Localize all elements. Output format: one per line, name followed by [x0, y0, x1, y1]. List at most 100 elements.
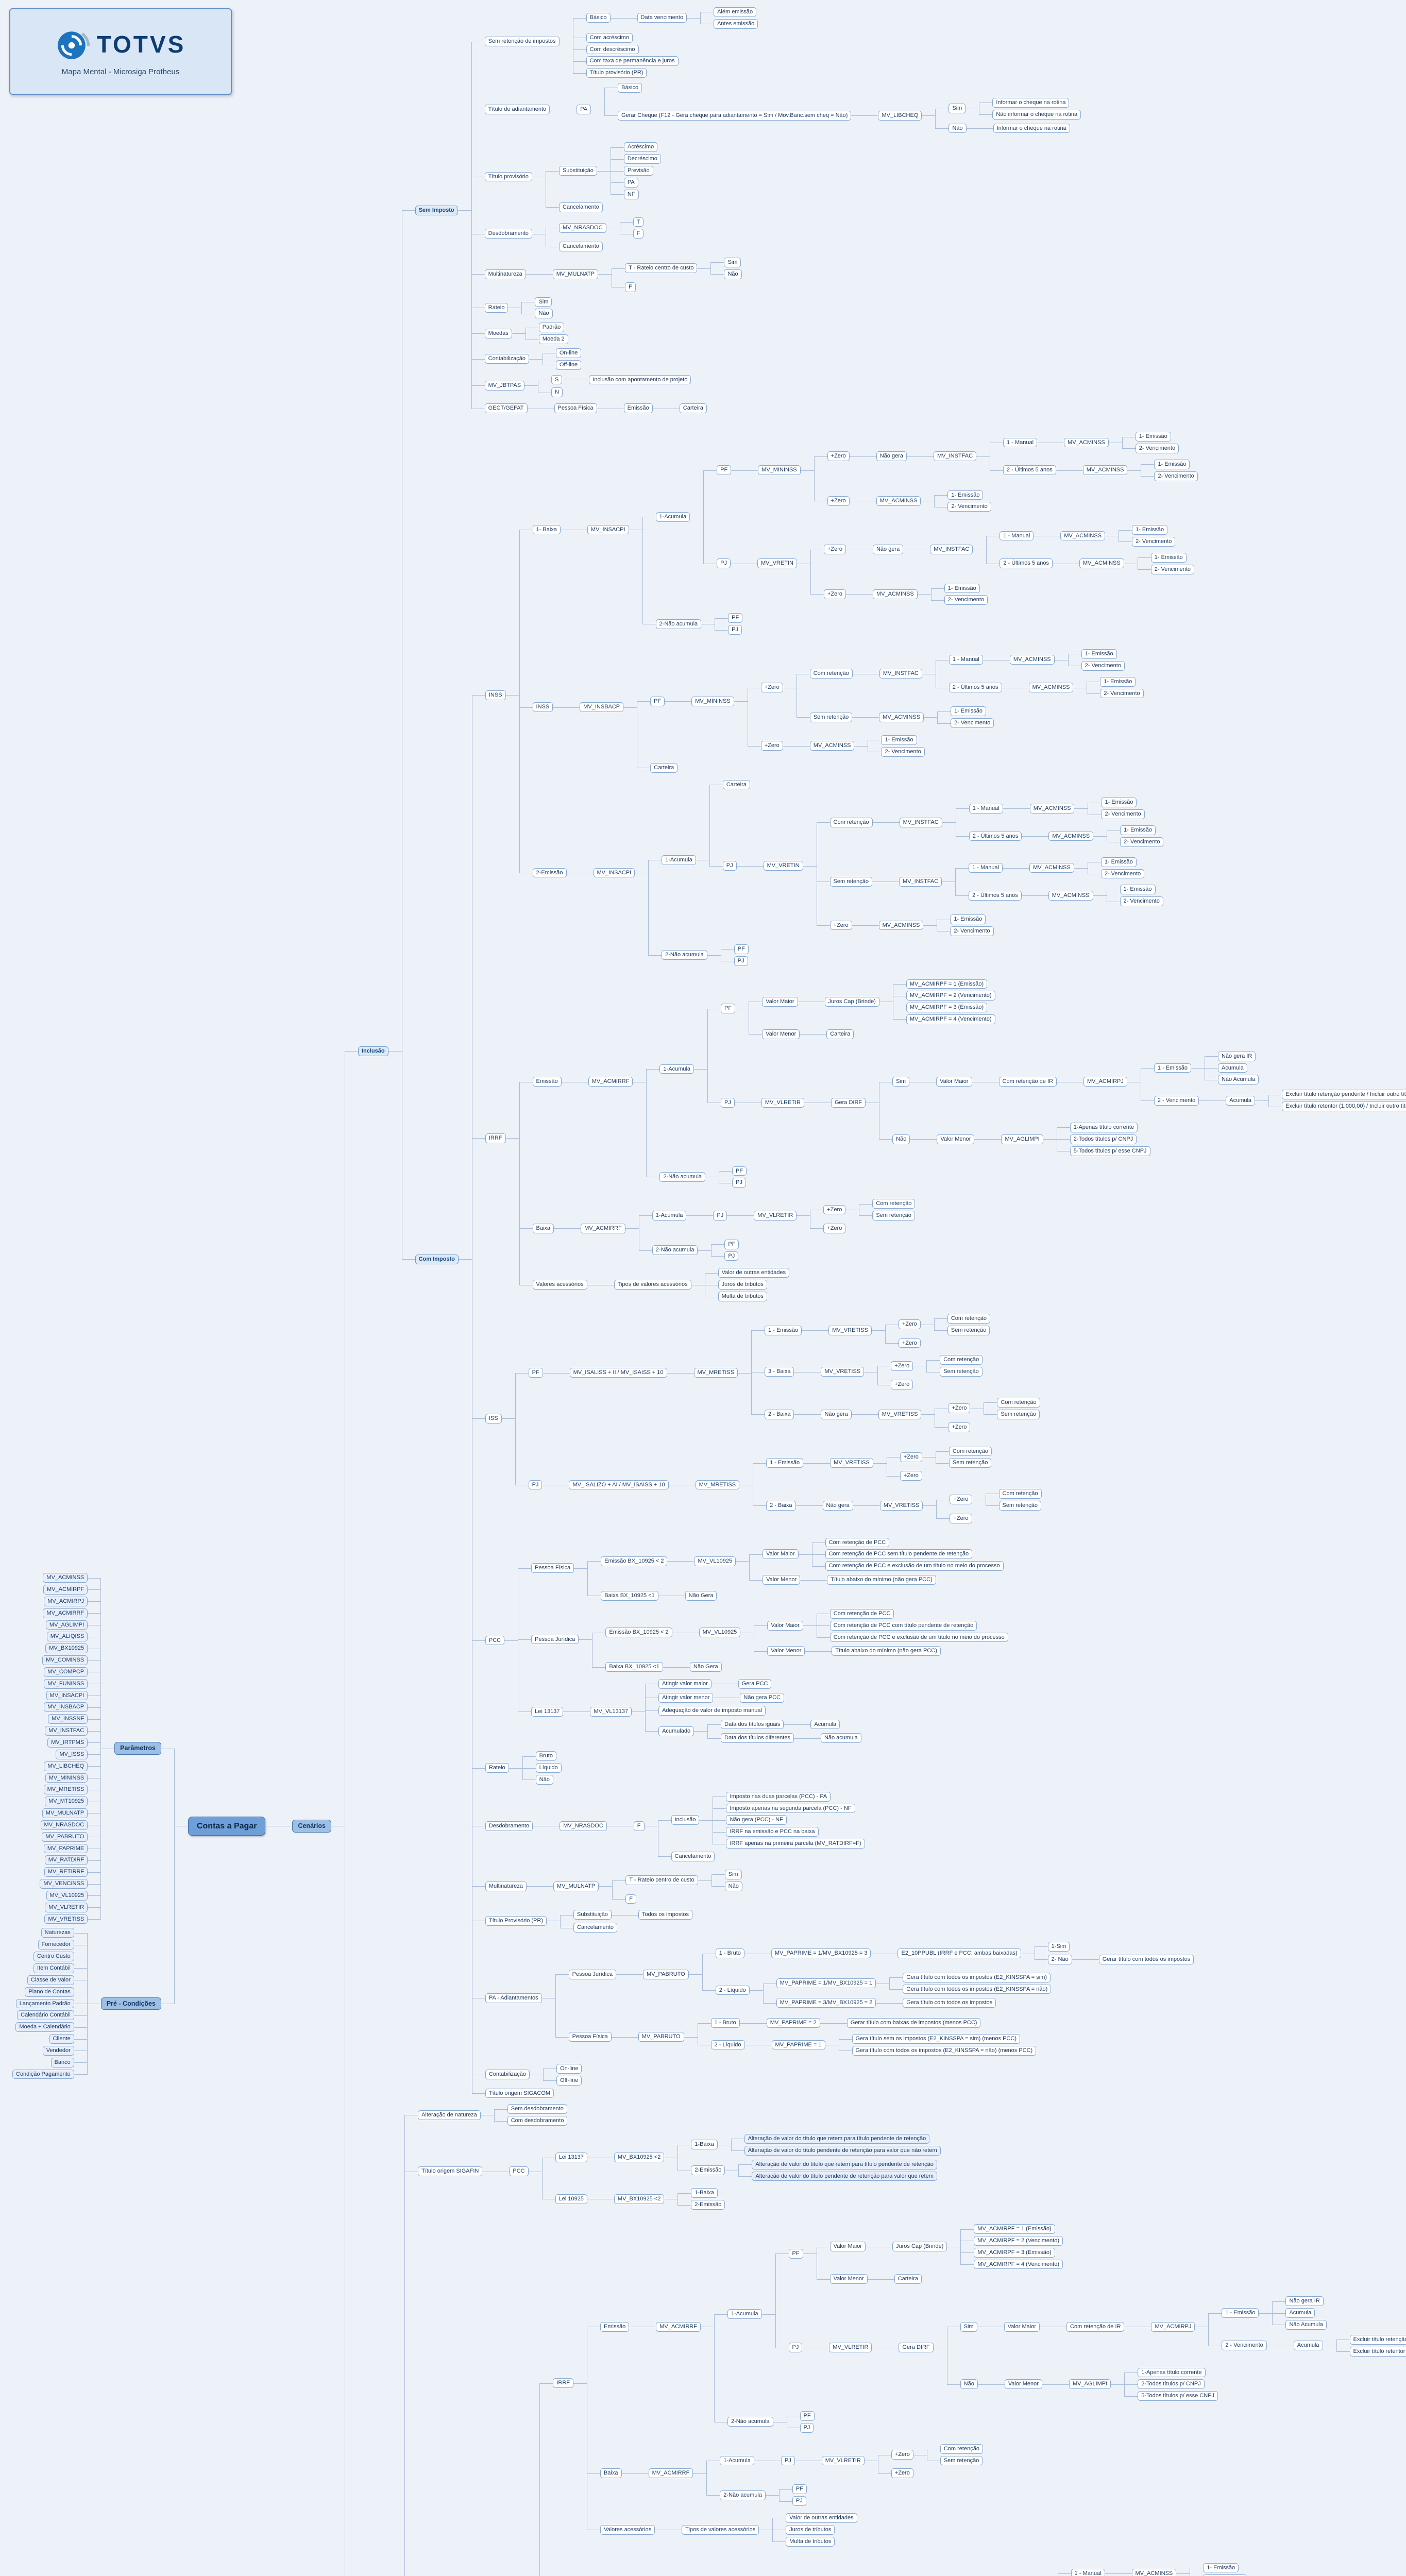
node-2-n-o-acumula[interactable]: 2-Não acumula: [662, 950, 707, 960]
node-gera-t-tulo-sem-os-impostos-e2-kinsspa-sim-menos[interactable]: Gera título sem os impostos (E2_KINSSPA …: [852, 2034, 1020, 2044]
node-baixa-bx-10925-1[interactable]: Baixa BX_10925 <1: [601, 1590, 658, 1601]
node-mv-acminss[interactable]: MV_ACMINSS: [1082, 465, 1128, 476]
node-1-emiss-o[interactable]: 1 - Emissão: [1222, 2308, 1259, 2318]
node-1-emiss-o[interactable]: 1- Emissão: [1100, 857, 1137, 867]
node-zero[interactable]: +Zero: [823, 545, 846, 555]
node-multinatureza[interactable]: Multinatureza: [484, 269, 526, 279]
node-juros-cap-brinde[interactable]: Juros Cap (Brinde): [824, 996, 879, 1007]
node-sim[interactable]: Sim: [892, 1077, 910, 1087]
node-2-todos-t-tulos-p-cnpj[interactable]: 2-Todos títulos p/ CNPJ: [1070, 1134, 1137, 1144]
node-com-reten-o-de-pcc[interactable]: Com retenção de PCC: [825, 1537, 890, 1548]
node-2-vencimento[interactable]: 2- Vencimento: [950, 926, 994, 936]
node-mv-acmirpf-3-emiss-o[interactable]: MV_ACMIRPF = 3 (Emissão): [974, 2247, 1055, 2258]
node-mv-isss[interactable]: MV_ISSS: [56, 1749, 88, 1759]
node-t-tulo-de-adiantamento[interactable]: Título de adiantamento: [484, 105, 550, 115]
node-contabiliza-o[interactable]: Contabilização: [484, 354, 529, 364]
node-emiss-o[interactable]: Emissão: [532, 1077, 562, 1087]
node-1-baixa[interactable]: 1-Baixa: [691, 2188, 718, 2198]
node-com-reten-o-de-pcc[interactable]: Com retenção de PCC: [829, 1608, 894, 1619]
node-2-vencimento[interactable]: 2- Vencimento: [1101, 809, 1145, 820]
node-3-baixa[interactable]: 3 - Baixa: [765, 1367, 794, 1377]
node-mv-vl13137[interactable]: MV_VL13137: [590, 1706, 632, 1717]
node-mv-vlretir[interactable]: MV_VLRETIR: [754, 1211, 797, 1221]
node-mv-acmirrf[interactable]: MV_ACMIRRF: [648, 2468, 693, 2479]
node-mv-pabruto[interactable]: MV_PABRUTO: [642, 1969, 689, 1979]
node-1-emiss-o[interactable]: 1- Emissão: [944, 583, 980, 594]
node-baixa[interactable]: Baixa: [600, 2468, 622, 2479]
node-n-o-informar-o-cheque-na-rotina[interactable]: Não informar o cheque na rotina: [992, 109, 1081, 120]
node-plano-de-contas[interactable]: Plano de Contas: [25, 1987, 74, 1997]
node-1-emiss-o[interactable]: 1- Emissão: [1132, 525, 1168, 535]
node-substitui-o[interactable]: Substituição: [573, 1910, 612, 1920]
node-2-vencimento[interactable]: 2 - Vencimento: [1222, 2341, 1267, 2351]
node-gera-t-tulo-com-todos-os-impostos[interactable]: Gera título com todos os impostos: [903, 1998, 996, 2008]
node-mv-paprime-3-mv-bx10925-2[interactable]: MV_PAPRIME = 3/MV_BX10925 = 2: [776, 1998, 876, 2008]
node-desdobramento[interactable]: Desdobramento: [484, 229, 532, 239]
node-excluir-t-tulo-retentor-1-000-00-incluir-outro-t[interactable]: Excluir título retentor (1.000,00) / Inc…: [1349, 2346, 1406, 2357]
node-pf[interactable]: PF: [732, 1166, 747, 1176]
node-pj[interactable]: PJ: [528, 1480, 543, 1490]
node-1-bruto[interactable]: 1 - Bruto: [715, 1948, 744, 1959]
node-com-reten-o[interactable]: Com retenção: [829, 817, 873, 827]
node-mv-vl10925[interactable]: MV_VL10925: [699, 1628, 741, 1637]
node-mv-acminss[interactable]: MV_ACMINSS: [1079, 558, 1124, 569]
node-1-emiss-o[interactable]: 1- Emissão: [950, 706, 986, 717]
node-mv-nrasdoc[interactable]: MV_NRASDOC: [558, 223, 606, 233]
node-tipos-de-valores-acess-rios[interactable]: Tipos de valores acessórios: [614, 1280, 691, 1290]
node-2-vencimento[interactable]: 2- Vencimento: [1100, 688, 1144, 699]
node-pj[interactable]: PJ: [721, 1097, 735, 1108]
node-zero[interactable]: +Zero: [900, 1452, 922, 1462]
node-mv-nrasdoc[interactable]: MV_NRASDOC: [40, 1820, 88, 1830]
node-2-emiss-o[interactable]: 2-Emissão: [691, 2165, 725, 2175]
node-mv-acmirpf-2-vencimento[interactable]: MV_ACMIRPF = 2 (Vencimento): [906, 991, 995, 1001]
node-zero[interactable]: +Zero: [827, 451, 850, 462]
node-mv-acminss[interactable]: MV_ACMINSS: [1028, 683, 1074, 692]
node-mv-vretin[interactable]: MV_VRETIN: [757, 558, 797, 569]
node-off-line[interactable]: Off-line: [556, 2075, 582, 2086]
node-mv-vretiss[interactable]: MV_VRETISS: [821, 1367, 865, 1377]
node-mv-bx10925[interactable]: MV_BX10925: [45, 1643, 88, 1654]
node-t-rateio-centro-de-custo[interactable]: T - Rateio centro de custo: [625, 1875, 698, 1886]
node-mv-cominss[interactable]: MV_COMINSS: [42, 1655, 88, 1665]
node-zero[interactable]: +Zero: [948, 1403, 971, 1414]
node-com-reten-o-de-ir[interactable]: Com retenção de IR: [998, 1077, 1057, 1087]
node-com-reten-o[interactable]: Com retenção: [940, 1355, 983, 1365]
node-pessoa-jur-dica[interactable]: Pessoa Jurídica: [531, 1634, 579, 1645]
node-gera-t-tulo-com-todos-os-impostos-e2-kinsspa-n-o[interactable]: Gera título com todos os impostos (E2_KI…: [852, 2045, 1037, 2056]
node-pessoa-jur-dica[interactable]: Pessoa Jurídica: [568, 1969, 616, 1979]
node-pf[interactable]: PF: [728, 613, 743, 623]
node-mv-acmirpj[interactable]: MV_ACMIRPJ: [44, 1596, 88, 1606]
node-valores-acess-rios[interactable]: Valores acessórios: [600, 2524, 655, 2535]
node-5-todos-t-tulos-p-esse-cnpj[interactable]: 5-Todos títulos p/ esse CNPJ: [1070, 1146, 1150, 1156]
node-2-baixa[interactable]: 2 - Baixa: [765, 1409, 794, 1419]
node-acumula[interactable]: Acumula: [1285, 2308, 1315, 2318]
node-pf[interactable]: PF: [721, 1004, 736, 1014]
node-excluir-t-tulo-retentor-1-000-00-incluir-outro-t[interactable]: Excluir título retentor (1.000,00) / Inc…: [1282, 1101, 1406, 1111]
node-mv-vretiss[interactable]: MV_VRETISS: [830, 1458, 873, 1468]
node-pf[interactable]: PF: [788, 2248, 803, 2259]
node-zero[interactable]: +Zero: [950, 1495, 972, 1505]
node-mv-acminss[interactable]: MV_ACMINSS: [878, 920, 924, 930]
node-1-emiss-o[interactable]: 1- Emissão: [1120, 885, 1156, 895]
node-mv-acminss[interactable]: MV_ACMINSS: [1048, 831, 1094, 841]
node-mv-acmirpj[interactable]: MV_ACMIRPJ: [1151, 2322, 1195, 2332]
node-sem-reten-o[interactable]: Sem retenção: [947, 1325, 990, 1335]
node-mv-acmirrf[interactable]: MV_ACMIRRF: [43, 1608, 88, 1618]
node-inss[interactable]: INSS: [485, 690, 506, 700]
node-data-dos-t-tulos-iguais[interactable]: Data dos títulos iguais: [721, 1719, 784, 1730]
node-2-n-o-acumula[interactable]: 2-Não acumula: [659, 1172, 706, 1182]
node-irrf[interactable]: IRRF: [553, 2378, 574, 2388]
node-nf[interactable]: NF: [623, 189, 639, 199]
node-imposto-nas-duas-parcelas-pcc-pa[interactable]: Imposto nas duas parcelas (PCC) - PA: [726, 1791, 831, 1802]
node-valor-menor[interactable]: Valor Menor: [1004, 2379, 1042, 2389]
node-mv-acminss[interactable]: MV_ACMINSS: [1029, 803, 1075, 814]
node-pessoa-f-sica[interactable]: Pessoa Física: [554, 403, 597, 414]
node-mv-acmirpf-4-vencimento[interactable]: MV_ACMIRPF = 4 (Vencimento): [906, 1014, 995, 1024]
node-com-acr-scimo[interactable]: Com acréscimo: [586, 32, 633, 43]
node-mv-paprime-2[interactable]: MV_PAPRIME = 2: [766, 2018, 820, 2028]
node-pj[interactable]: PJ: [713, 1211, 727, 1221]
node-mv-mulnatp[interactable]: MV_MULNATP: [553, 1881, 599, 1891]
node-emiss-o[interactable]: Emissão: [623, 403, 653, 414]
node-2-emiss-o[interactable]: 2-Emissão: [691, 2200, 725, 2210]
node-pf[interactable]: PF: [734, 944, 749, 954]
